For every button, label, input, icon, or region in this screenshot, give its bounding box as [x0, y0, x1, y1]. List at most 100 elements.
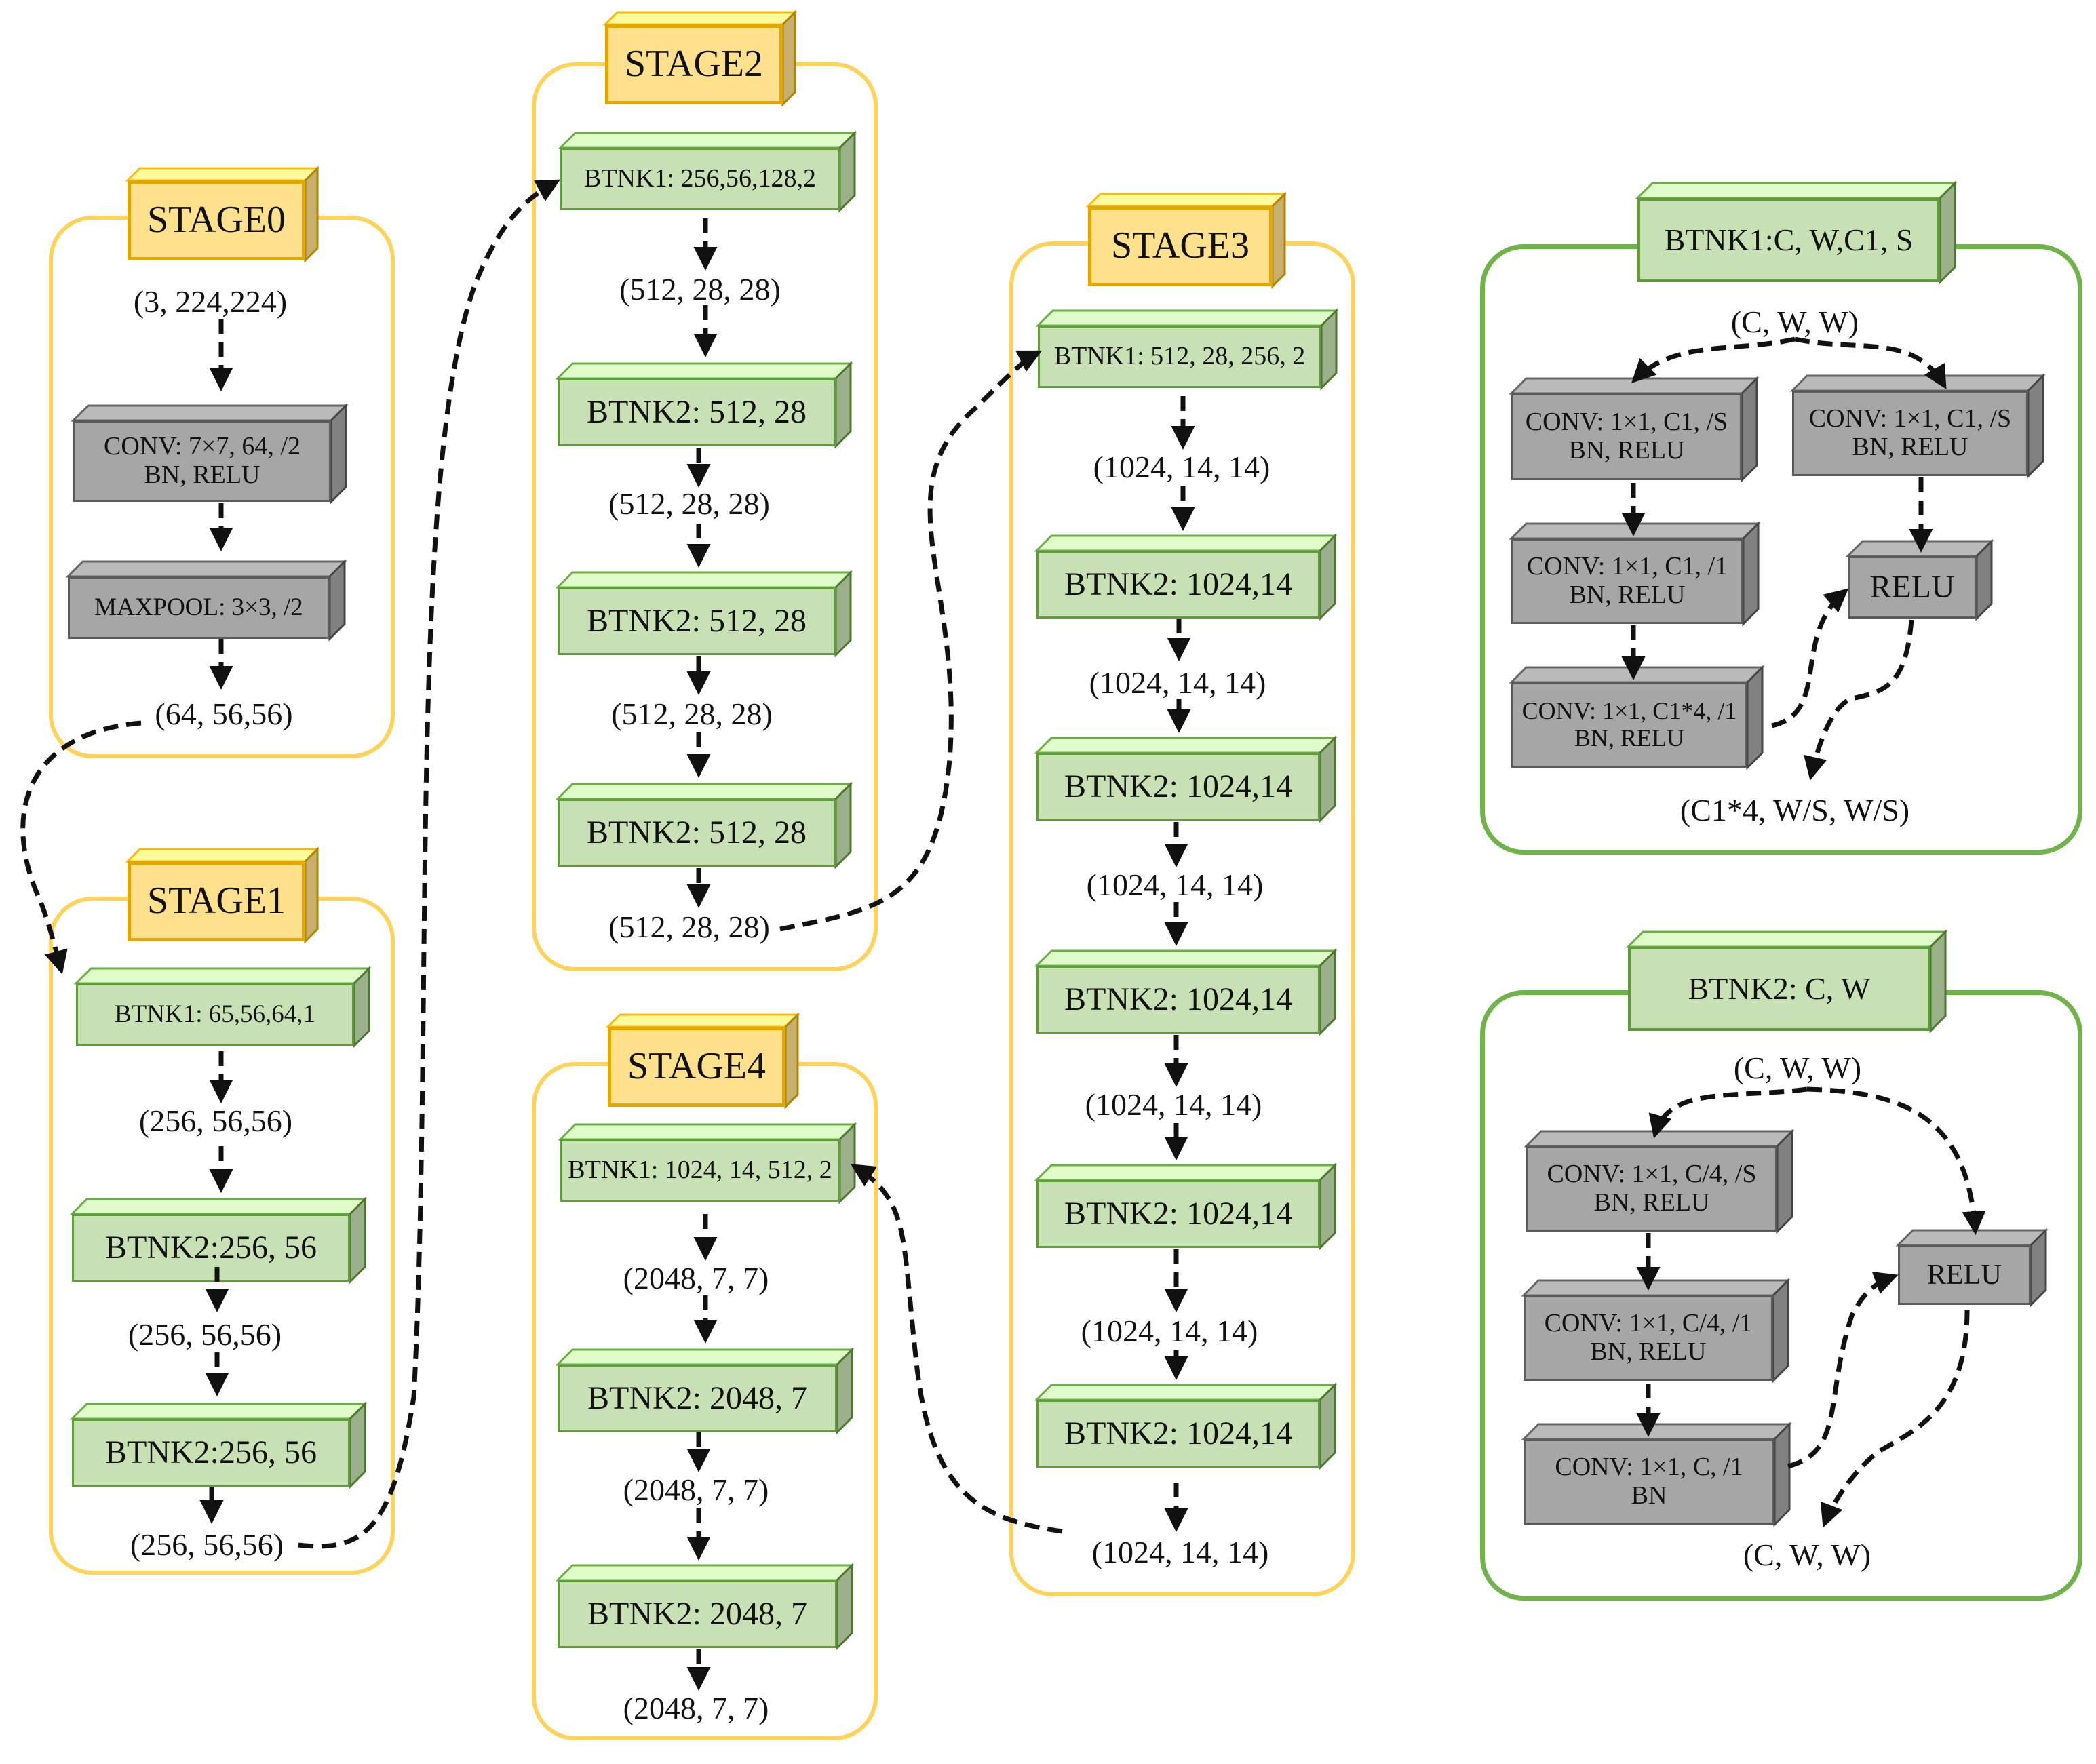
- btnk1-conv3-line1: CONV: 1×1, C1*4, /1: [1521, 697, 1737, 725]
- btnk1-definition-header: BTNK1:C, W,C1, S: [1637, 198, 1940, 282]
- stage2-btnk1-block: BTNK1: 256,56,128,2: [560, 148, 840, 210]
- stage3-btnk2-a-label: BTNK2: 1024,14: [1064, 566, 1292, 602]
- btnk1-definition-title: BTNK1:C, W,C1, S: [1664, 222, 1914, 257]
- stage1-output-shape: (256, 56,56): [130, 1527, 284, 1562]
- stage3-shape-c: (1024, 14, 14): [1086, 867, 1264, 902]
- btnk1-relu-layer: RELU: [1848, 556, 1977, 619]
- stage3-btnk2-b-label: BTNK2: 1024,14: [1064, 768, 1292, 804]
- stage0-conv-line2: BN, RELU: [144, 460, 260, 489]
- btnk2-conv2-line1: CONV: 1×1, C/4, /1: [1544, 1309, 1753, 1338]
- stage3-btnk2-d-label: BTNK2: 1024,14: [1064, 1195, 1292, 1232]
- stage4-btnk2-a-label: BTNK2: 2048, 7: [587, 1379, 807, 1416]
- stage3-btnk2-d-block: BTNK2: 1024,14: [1036, 1180, 1320, 1248]
- stage3-btnk1-label: BTNK1: 512, 28, 256, 2: [1053, 342, 1306, 371]
- stage0-input-shape: (3, 224,224): [133, 284, 288, 319]
- stage2-btnk2-b-label: BTNK2: 512, 28: [587, 602, 807, 639]
- btnk2-output-shape: (C, W, W): [1743, 1537, 1871, 1572]
- stage2-btnk1-label: BTNK1: 256,56,128,2: [584, 164, 816, 193]
- box-depth-shading: [1034, 735, 1338, 823]
- stage4-btnk1-block: BTNK1: 1024, 14, 512, 2: [560, 1139, 840, 1202]
- stage4-btnk2-b-label: BTNK2: 2048, 7: [587, 1595, 807, 1632]
- stage2-title: STAGE2: [625, 43, 763, 85]
- stage1-btnk2-a-label: BTNK2:256, 56: [105, 1229, 317, 1266]
- btnk2-conv3-layer: CONV: 1×1, C, /1 BN: [1524, 1439, 1774, 1525]
- stage3-output-shape: (1024, 14, 14): [1091, 1535, 1269, 1569]
- btnk1-shortcut-line1: CONV: 1×1, C1, /S: [1808, 404, 2012, 433]
- stage2-btnk2-a-block: BTNK2: 512, 28: [558, 378, 836, 446]
- stage0-maxpool-label: MAXPOOL: 3×3, /2: [94, 593, 303, 621]
- btnk1-conv1-layer: CONV: 1×1, C1, /S BN, RELU: [1511, 393, 1742, 480]
- stage4-btnk2-b-block: BTNK2: 2048, 7: [558, 1580, 837, 1648]
- stage4-header: STAGE4: [608, 1027, 785, 1107]
- stage1-btnk2-b-block: BTNK2:256, 56: [72, 1419, 350, 1487]
- btnk1-input-shape: (C, W, W): [1730, 305, 1859, 339]
- box-depth-shading: [1625, 929, 1948, 1034]
- stage1-btnk1-label: BTNK1: 65,56,64,1: [115, 1000, 315, 1028]
- btnk2-conv2-line2: BN, RELU: [1590, 1337, 1707, 1366]
- box-depth-shading: [1509, 376, 1760, 483]
- btnk1-conv3-layer: CONV: 1×1, C1*4, /1 BN, RELU: [1511, 682, 1747, 768]
- box-depth-shading: [1034, 533, 1338, 621]
- stage2-output-shape: (512, 28, 28): [608, 909, 770, 944]
- stage0-header: STAGE0: [128, 180, 305, 260]
- btnk2-conv1-line2: BN, RELU: [1593, 1188, 1710, 1217]
- stage0-conv-line1: CONV: 7×7, 64, /2: [104, 432, 300, 461]
- btnk1-conv2-layer: CONV: 1×1, C1, /1 BN, RELU: [1511, 538, 1743, 624]
- stage4-shape-b: (2048, 7, 7): [623, 1472, 769, 1507]
- btnk1-conv1-line2: BN, RELU: [1568, 436, 1685, 465]
- box-depth-shading: [1085, 191, 1287, 289]
- btnk2-conv1-layer: CONV: 1×1, C/4, /S BN, RELU: [1526, 1146, 1777, 1232]
- btnk1-output-shape: (C1*4, W/S, W/S): [1680, 793, 1910, 827]
- box-depth-shading: [1521, 1278, 1791, 1384]
- stage3-btnk2-e-label: BTNK2: 1024,14: [1064, 1415, 1292, 1451]
- stage4-btnk1-label: BTNK1: 1024, 14, 512, 2: [568, 1156, 832, 1185]
- box-depth-shading: [1895, 1228, 2049, 1308]
- stage1-btnk1-block: BTNK1: 65,56,64,1: [76, 983, 354, 1046]
- btnk2-conv3-line2: BN: [1631, 1481, 1667, 1510]
- btnk1-relu-label: RELU: [1869, 568, 1955, 605]
- stage1-header: STAGE1: [128, 861, 305, 941]
- stage0-output-shape: (64, 56,56): [155, 697, 293, 731]
- box-depth-shading: [1524, 1129, 1795, 1234]
- stage3-shape-a: (1024, 14, 14): [1093, 450, 1270, 484]
- stage3-header: STAGE3: [1088, 206, 1273, 286]
- stage0-title: STAGE0: [147, 199, 286, 241]
- stage3-title: STAGE3: [1111, 224, 1249, 267]
- stage3-shape-d: (1024, 14, 14): [1085, 1087, 1262, 1122]
- stage3-btnk2-e-block: BTNK2: 1024,14: [1036, 1400, 1320, 1468]
- stage4-output-shape: (2048, 7, 7): [623, 1691, 769, 1725]
- stage2-btnk2-b-block: BTNK2: 512, 28: [558, 587, 836, 655]
- stage3-btnk2-c-block: BTNK2: 1024,14: [1036, 966, 1320, 1034]
- stage1-shape-a: (256, 56,56): [138, 1103, 293, 1138]
- stage2-shape-a: (512, 28, 28): [619, 272, 781, 307]
- stage2-btnk2-a-label: BTNK2: 512, 28: [587, 393, 807, 430]
- stage0-maxpool-layer: MAXPOOL: 3×3, /2: [68, 576, 330, 639]
- stage1-shape-b: (256, 56,56): [128, 1317, 282, 1352]
- stage3-shape-e: (1024, 14, 14): [1081, 1314, 1258, 1348]
- btnk2-relu-label: RELU: [1927, 1259, 2002, 1291]
- btnk1-shortcut-line2: BN, RELU: [1852, 433, 1968, 461]
- btnk2-conv3-line1: CONV: 1×1, C, /1: [1555, 1453, 1743, 1482]
- stage3-shape-b: (1024, 14, 14): [1089, 665, 1266, 700]
- stage2-btnk2-c-block: BTNK2: 512, 28: [558, 799, 836, 867]
- btnk2-conv2-layer: CONV: 1×1, C/4, /1 BN, RELU: [1524, 1295, 1773, 1381]
- stage3-btnk2-b-block: BTNK2: 1024,14: [1036, 753, 1320, 821]
- stage1-title: STAGE1: [147, 880, 286, 922]
- btnk2-input-shape: (C, W, W): [1733, 1051, 1862, 1085]
- stage2-shape-c: (512, 28, 28): [611, 697, 773, 731]
- stage2-shape-b: (512, 28, 28): [608, 486, 770, 521]
- stage3-btnk2-a-block: BTNK2: 1024,14: [1036, 551, 1320, 619]
- btnk1-shortcut-conv-layer: CONV: 1×1, C1, /S BN, RELU: [1792, 391, 2028, 476]
- btnk2-definition-header: BTNK2: C, W: [1628, 947, 1930, 1031]
- stage3-btnk1-block: BTNK1: 512, 28, 256, 2: [1038, 326, 1321, 388]
- btnk1-conv1-line1: CONV: 1×1, C1, /S: [1525, 408, 1728, 437]
- stage3-btnk2-c-label: BTNK2: 1024,14: [1064, 981, 1292, 1017]
- stage1-btnk2-b-label: BTNK2:256, 56: [105, 1434, 317, 1470]
- stage4-shape-a: (2048, 7, 7): [623, 1261, 769, 1295]
- box-depth-shading: [558, 130, 857, 213]
- btnk1-conv3-line2: BN, RELU: [1574, 724, 1684, 751]
- btnk2-relu-layer: RELU: [1898, 1245, 2031, 1305]
- stage4-btnk2-a-block: BTNK2: 2048, 7: [558, 1365, 837, 1432]
- btnk1-conv2-line1: CONV: 1×1, C1, /1: [1526, 552, 1728, 581]
